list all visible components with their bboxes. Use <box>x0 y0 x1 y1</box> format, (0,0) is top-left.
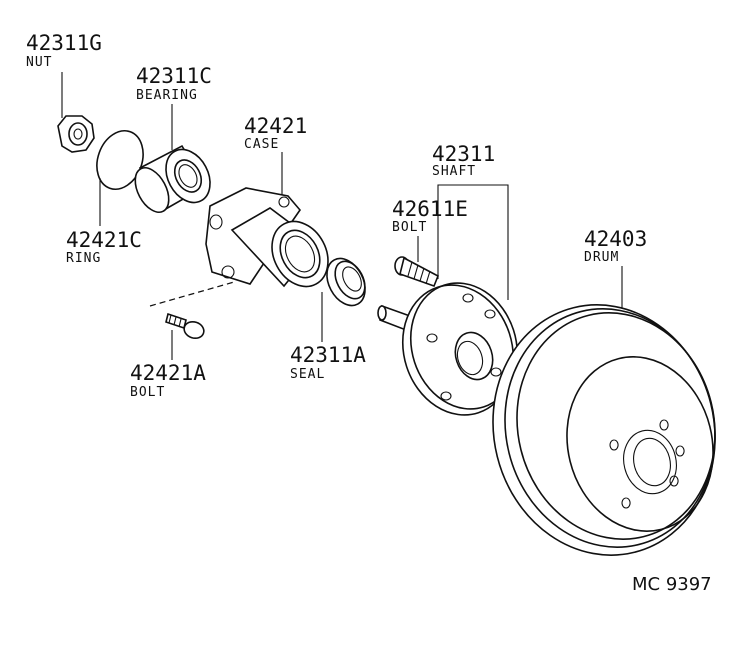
part-number-drum: 42403 <box>584 227 647 251</box>
part-name-shaft: SHAFT <box>432 164 476 179</box>
leader-lines <box>61 72 623 360</box>
case-part <box>205 187 329 288</box>
label-case: 42421 CASE <box>244 114 307 152</box>
label-bearing: 42311C BEARING <box>136 64 212 103</box>
part-name-bearing: BEARING <box>136 88 198 103</box>
part-number-ring: 42421C <box>66 228 142 252</box>
part-name-case: CASE <box>244 137 279 152</box>
assembly-dashed-line <box>149 281 235 307</box>
part-number-case: 42421 <box>244 114 307 138</box>
leader-shaft <box>437 184 509 300</box>
drum-part <box>492 304 716 556</box>
part-number-nut: 42311G <box>26 31 102 55</box>
label-ring: 42421C RING <box>66 228 142 266</box>
hub-bolt-part <box>394 256 440 288</box>
part-number-shaft: 42311 <box>432 142 495 166</box>
label-seal: 42311A SEAL <box>290 343 366 382</box>
part-number-hub-bolt: 42611E <box>392 197 468 221</box>
label-nut: 42311G NUT <box>26 31 102 70</box>
part-name-nut: NUT <box>26 55 52 70</box>
part-number-bearing: 42311C <box>136 64 212 88</box>
diagram-code: MC 9397 <box>632 574 712 595</box>
part-name-ring: RING <box>66 251 101 266</box>
nut-part <box>57 115 95 153</box>
part-number-seal: 42311A <box>290 343 366 367</box>
bearing-part <box>134 144 211 213</box>
label-hub-bolt: 42611E BOLT <box>392 197 468 235</box>
label-drum: 42403 DRUM <box>584 227 647 265</box>
case-bolt-part <box>165 312 205 340</box>
part-name-seal: SEAL <box>290 367 325 382</box>
part-name-drum: DRUM <box>584 250 619 265</box>
label-shaft: 42311 SHAFT <box>432 142 495 179</box>
part-number-case-bolt: 42421A <box>130 361 206 385</box>
part-name-hub-bolt: BOLT <box>392 220 427 235</box>
part-name-case-bolt: BOLT <box>130 385 165 400</box>
label-case-bolt: 42421A BOLT <box>130 361 206 400</box>
seal-part <box>326 257 366 307</box>
shaft-part <box>377 282 519 416</box>
